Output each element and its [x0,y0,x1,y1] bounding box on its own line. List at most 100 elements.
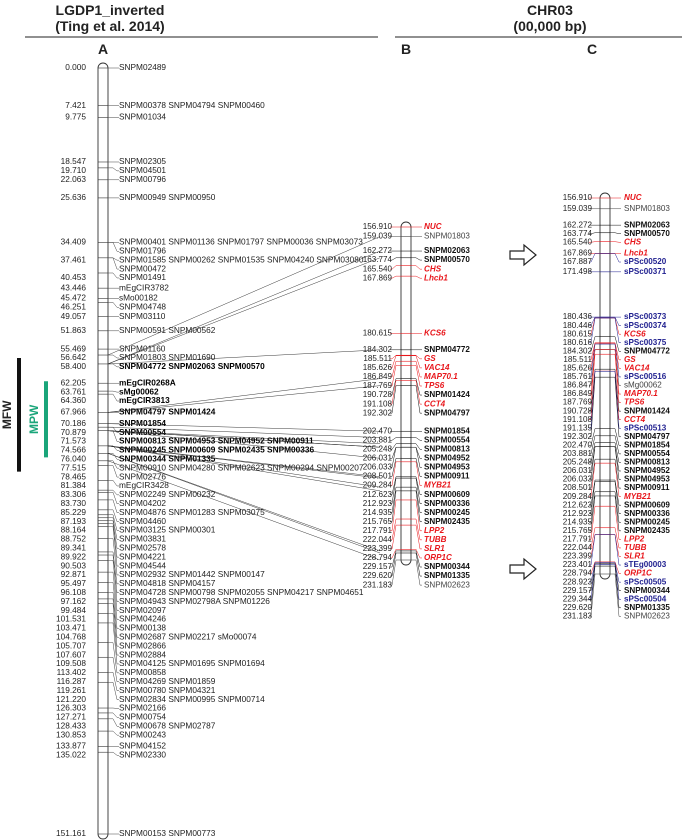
map-a-marker-label: SNPM00401 SNPM01136 SNPM01797 SNPM00036 … [119,237,363,247]
map-a-marker-label: SNPM04460 [119,516,166,526]
map-c-position: 165.540 [563,237,593,246]
map-c-marker-label: SNPM04772 [624,346,670,355]
map-a-marker-label: SNPM00910 SNPM04280 SNPM02623 SNPM00294 … [119,462,364,472]
map-c-position: 190.728 [563,406,593,415]
map-a-position: 116.287 [57,676,87,686]
map-c-right-connector [610,428,621,446]
map-c-position: 223.399 [563,552,593,561]
map-b-left-connector [390,524,401,550]
chromosome-bar-c [599,192,611,580]
map-c-marker-label: SNPM02623 [624,611,670,620]
map-c-marker-label: VAC14 [624,364,650,373]
map-b-position: 162.272 [363,246,393,255]
map-c-marker-label: sMg00062 [624,381,662,390]
map-c-marker-label: LPP2 [624,535,645,544]
map-c-position: 180.616 [563,338,593,347]
map-a-marker-label: sMg00062 [119,386,159,396]
map-c-marker-label: sPSc00373 [624,312,667,321]
map-c-marker-label: SNPM00245 [624,517,670,526]
map-b-marker-label: MYB21 [424,481,451,490]
arrow-icon [509,557,537,581]
map-b-left-connector [390,380,401,405]
map-c-left-connector [589,353,600,403]
map-c-right-connector [610,534,621,566]
map-a-marker-label: SNPM00554 [119,427,166,437]
map-b-right-connector [411,437,422,441]
map-c-marker-label: SNPM01803 [624,204,670,213]
map-c-marker-label: SNPM00813 [624,458,670,467]
map-c-marker-label: SNPM02063 [624,220,670,229]
map-a-marker-label: SNPM04501 [119,165,166,175]
map-a-position: 74.566 [61,445,87,455]
map-a-position: 76.040 [61,453,87,463]
map-b-left-connector [390,446,401,468]
map-c-marker-label: SNPM00336 [624,509,670,518]
map-a-connector [108,642,119,674]
map-a-marker-label: SNPM02249 SNPM00232 [119,489,216,499]
map-c-marker-label: SNPM00344 [624,586,670,595]
map-a-connector [108,430,119,442]
map-b-position: 209.284 [363,481,393,490]
map-b-right-connector [411,360,422,378]
map-a-marker-label: mEgCIR3782 [119,282,169,292]
map-b-marker-label: GS [424,354,436,363]
map-c-right-connector [610,562,621,583]
map-b-left-connector [390,385,401,414]
map-c-left-connector [589,371,600,429]
map-a-position: 109.508 [56,658,86,668]
map-c-marker-label: sPSc00374 [624,321,667,330]
map-c-right-connector [610,343,621,378]
map-a-marker-label: SNPM00813 SNPM04953 SNPM04952 SNPM00911 [119,436,314,446]
map-b-left-connector [390,437,401,441]
left-header-line2: (Ting et al. 2014) [55,18,165,34]
map-c-right-connector [610,371,621,429]
map-b-position: 205.248 [363,445,393,454]
map-a-marker-label: SNPM00243 [119,729,166,739]
map-a-marker-label: SNPM04728 SNPM00798 SNPM02055 SNPM04217 … [119,587,364,597]
map-c-marker-label: ORP1C [624,569,652,578]
map-b-marker-label: ORP1C [424,553,452,562]
map-c-position: 229.620 [563,603,593,612]
map-b-marker-label: SNPM00344 [424,562,470,571]
column-label-c: C [587,41,598,57]
map-c-marker-label: SNPM01854 [624,440,670,449]
correspondence-line [107,453,381,554]
map-a-marker-label: SNPM04748 [119,302,166,312]
map-c-left-connector [589,349,600,395]
map-a-position: 22.063 [61,174,87,184]
map-c-marker-label: MYB21 [624,492,651,501]
map-b-position: 212.923 [363,499,393,508]
map-a-position: 97.162 [61,596,87,606]
map-c-position: 206.033 [563,475,593,484]
map-b-right-connector [411,552,422,577]
map-b-position: 185.626 [363,363,393,372]
map-a-marker-label: SNPM04269 SNPM01859 [119,676,216,686]
map-a-position: 62.205 [61,377,87,387]
map-a-marker-label: SNPM00344 SNPM01335 [119,453,216,463]
map-c-left-connector [589,458,600,489]
map-b-right-connector [411,446,422,468]
map-c-marker-label: TUBB [624,543,647,552]
map-a-connector [108,672,119,691]
map-a-connector [108,363,119,368]
map-a-connector [108,492,119,505]
map-c-right-connector [610,495,621,532]
map-b-right-connector [411,354,422,360]
map-a-position: 37.461 [61,254,87,264]
map-a-position: 46.251 [61,302,87,312]
map-a-position: 96.108 [61,587,87,597]
map-a-connector [108,538,119,576]
map-a-position: 43.446 [61,282,87,292]
map-c-right-connector [610,564,621,600]
map-b-right-connector [411,550,422,568]
map-c-left-connector [589,342,600,361]
map-c-left-connector [589,505,600,540]
map-b-left-connector [390,490,401,523]
map-c-position: 205.248 [563,458,593,467]
map-b-marker-label: SNPM02435 [424,517,470,526]
map-a-marker-label: SNPM01854 [119,418,166,428]
map-b-left-connector [390,458,401,477]
map-c-marker-label: SLR1 [624,552,645,561]
map-a-position: 55.469 [61,343,87,353]
